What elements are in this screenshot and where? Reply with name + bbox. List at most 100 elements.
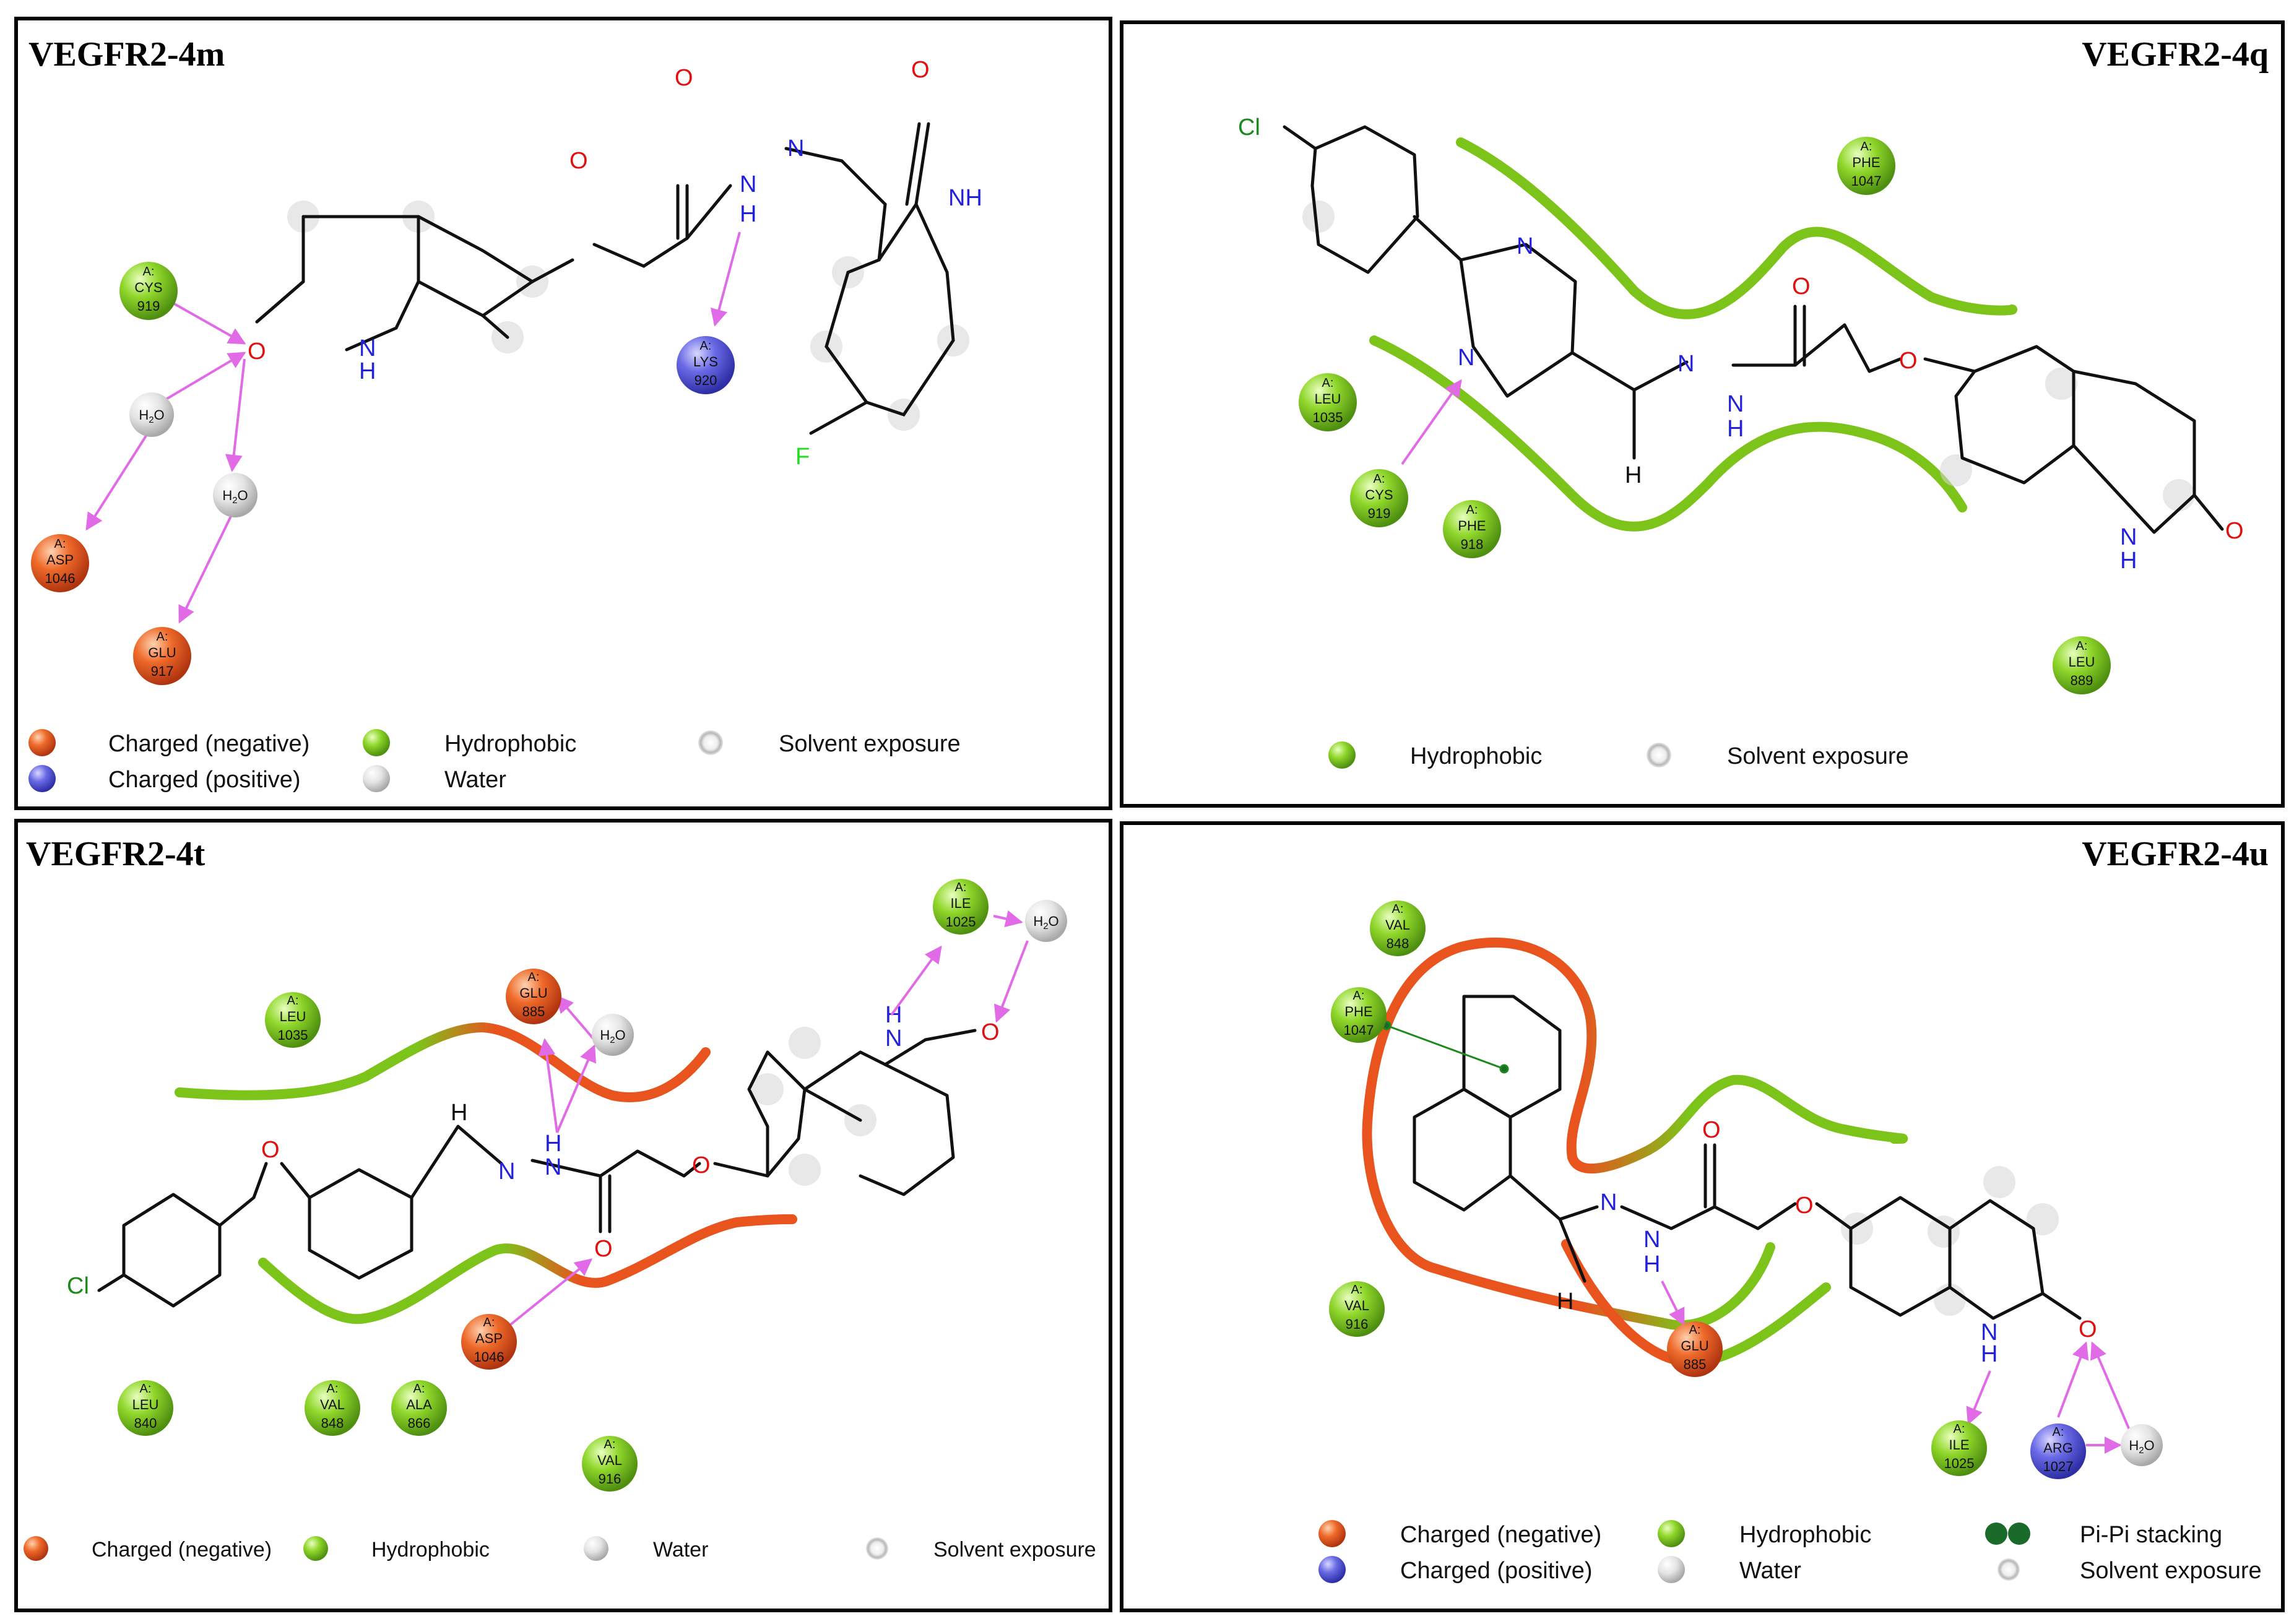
ligand-4q bbox=[1283, 125, 2224, 534]
residue-phe1047: A: PHE 1047 bbox=[1837, 137, 1895, 195]
residue-glu917: A: GLU 917 bbox=[133, 627, 191, 685]
svg-text:CYS: CYS bbox=[134, 280, 162, 295]
svg-text:H: H bbox=[1625, 462, 1642, 488]
panel-4u: VEGFR2-4u N N H H O O N H O bbox=[1120, 821, 2285, 1612]
svg-text:Water: Water bbox=[444, 767, 506, 793]
residue-leu1035: A: LEU 1035 bbox=[1299, 373, 1357, 431]
svg-text:N: N bbox=[787, 136, 804, 162]
svg-text:GLU: GLU bbox=[148, 645, 176, 660]
panel-title: VEGFR2-4q bbox=[2082, 35, 2269, 74]
ligand-4u bbox=[1413, 995, 2082, 1320]
svg-text:O: O bbox=[692, 1152, 711, 1178]
svg-text:1046: 1046 bbox=[474, 1349, 504, 1365]
svg-text:Pi-Pi stacking: Pi-Pi stacking bbox=[2080, 1522, 2222, 1548]
svg-text:N: N bbox=[1517, 233, 1533, 259]
svg-text:A:: A: bbox=[2053, 1425, 2064, 1439]
svg-text:H: H bbox=[451, 1100, 467, 1126]
panel-border bbox=[1120, 20, 2285, 808]
residue-ala866: A: ALA 866 bbox=[391, 1380, 447, 1436]
svg-text:Hydrophobic: Hydrophobic bbox=[371, 1538, 490, 1561]
svg-text:H: H bbox=[2120, 548, 2137, 574]
svg-text:N: N bbox=[545, 1154, 561, 1180]
residue-leu889: A: LEU 889 bbox=[2053, 636, 2111, 694]
solvent-halos bbox=[1302, 201, 2195, 511]
svg-text:A:: A: bbox=[1351, 1283, 1363, 1297]
solvent-halos bbox=[751, 1027, 876, 1186]
svg-text:O: O bbox=[675, 65, 693, 91]
svg-text:A:: A: bbox=[1954, 1422, 1965, 1436]
atom-labels-4t: H H N N O O O Cl H N O bbox=[67, 1002, 1000, 1299]
svg-text:916: 916 bbox=[599, 1471, 621, 1487]
svg-text:A:: A: bbox=[483, 1316, 495, 1329]
residue-val916: A: VAL 916 bbox=[1329, 1281, 1385, 1337]
svg-text:ILE: ILE bbox=[1949, 1437, 1969, 1453]
svg-text:A:: A: bbox=[528, 970, 540, 984]
svg-text:PHE: PHE bbox=[1344, 1004, 1372, 1019]
svg-text:885: 885 bbox=[1684, 1357, 1707, 1372]
panel-border bbox=[14, 17, 1112, 810]
residue-val848: A: VAL 848 bbox=[305, 1380, 360, 1436]
svg-text:Solvent exposure: Solvent exposure bbox=[779, 731, 961, 757]
residue-cys919: A: CYS 919 bbox=[1350, 469, 1408, 527]
residue-val916: A: VAL 916 bbox=[582, 1436, 638, 1492]
svg-text:919: 919 bbox=[1368, 506, 1391, 521]
svg-text:O: O bbox=[1795, 1193, 1814, 1219]
svg-text:H: H bbox=[545, 1131, 561, 1157]
svg-text:LEU: LEU bbox=[2069, 654, 2095, 670]
svg-text:CYS: CYS bbox=[1365, 487, 1393, 503]
svg-text:919: 919 bbox=[137, 298, 160, 314]
svg-text:Water: Water bbox=[653, 1538, 708, 1561]
residue-arg1027: A: ARG 1027 bbox=[2030, 1423, 2086, 1479]
svg-text:N: N bbox=[498, 1159, 515, 1185]
residue-lys920: A: LYS 920 bbox=[677, 336, 735, 394]
svg-text:Cl: Cl bbox=[1238, 114, 1260, 140]
svg-text:NH: NH bbox=[948, 185, 982, 211]
svg-text:F: F bbox=[795, 444, 810, 470]
svg-text:VAL: VAL bbox=[1344, 1298, 1369, 1313]
svg-text:Solvent exposure: Solvent exposure bbox=[2080, 1558, 2262, 1584]
svg-text:N: N bbox=[359, 335, 376, 361]
residue-ile1025: A: ILE 1025 bbox=[933, 879, 989, 935]
legend-4u: Charged (negative) Charged (positive) Hy… bbox=[1318, 1520, 2262, 1584]
svg-text:916: 916 bbox=[1346, 1316, 1369, 1332]
hydrophobic-contour bbox=[1369, 137, 2018, 532]
svg-text:A:: A: bbox=[327, 1382, 339, 1396]
residue-val848: A: VAL 848 bbox=[1370, 901, 1426, 956]
svg-text:Hydrophobic: Hydrophobic bbox=[1410, 743, 1542, 769]
mixed-contour bbox=[175, 1022, 797, 1324]
svg-text:PHE: PHE bbox=[1852, 155, 1880, 170]
svg-text:A:: A: bbox=[143, 265, 155, 279]
svg-text:848: 848 bbox=[1387, 936, 1409, 951]
svg-text:O: O bbox=[248, 339, 266, 365]
svg-text:LEU: LEU bbox=[280, 1009, 306, 1024]
svg-text:Water: Water bbox=[1739, 1558, 1801, 1584]
svg-text:885: 885 bbox=[522, 1004, 545, 1019]
atom-labels-4m: O O N N H O NH F O N H bbox=[248, 57, 982, 470]
svg-text:Charged (negative): Charged (negative) bbox=[1400, 1522, 1601, 1548]
residue-leu1035: A: LEU 1035 bbox=[265, 992, 321, 1048]
svg-text:1047: 1047 bbox=[1344, 1022, 1374, 1038]
svg-text:Solvent exposure: Solvent exposure bbox=[1727, 743, 1909, 769]
legend-4m: Charged (negative) Charged (positive) Hy… bbox=[28, 729, 961, 793]
svg-text:ASP: ASP bbox=[46, 552, 74, 568]
water-2: H2O bbox=[213, 473, 258, 517]
svg-text:A:: A: bbox=[1689, 1323, 1701, 1337]
residue-asp1046: A: ASP 1046 bbox=[31, 534, 89, 592]
solvent-halos bbox=[1841, 1166, 2059, 1316]
svg-text:1025: 1025 bbox=[1944, 1456, 1975, 1471]
svg-text:O: O bbox=[911, 57, 930, 83]
water-1: H2O bbox=[2121, 1424, 2163, 1466]
svg-text:LYS: LYS bbox=[693, 354, 718, 369]
hbonds-4q bbox=[1401, 379, 1462, 465]
svg-text:Cl: Cl bbox=[67, 1273, 89, 1299]
svg-text:A:: A: bbox=[413, 1382, 425, 1396]
svg-text:866: 866 bbox=[408, 1415, 431, 1431]
svg-text:N: N bbox=[1981, 1320, 1998, 1345]
hbonds-4t bbox=[509, 910, 1029, 1326]
svg-text:1035: 1035 bbox=[278, 1027, 308, 1043]
residue-ile1025: A: ILE 1025 bbox=[1931, 1420, 1987, 1476]
svg-text:A:: A: bbox=[140, 1382, 152, 1396]
svg-text:O: O bbox=[594, 1236, 613, 1262]
svg-text:N: N bbox=[2120, 524, 2137, 550]
